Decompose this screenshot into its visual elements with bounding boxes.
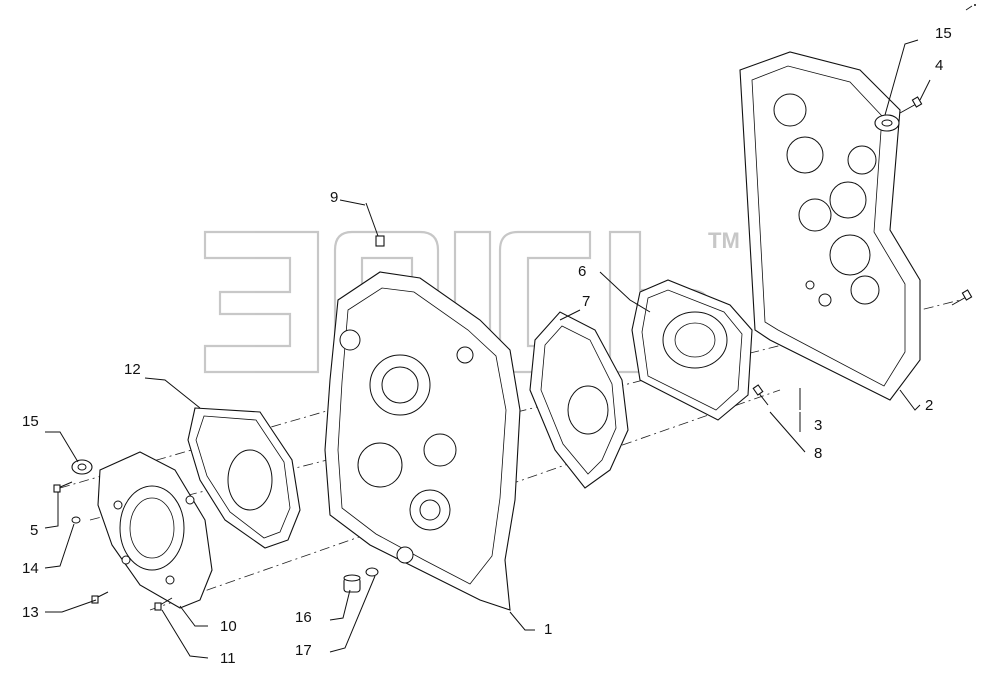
bolt-5 [53, 481, 73, 493]
trademark-text: TM [708, 228, 740, 253]
callout-3: 3 [814, 417, 822, 434]
rear-cover-housing [739, 51, 921, 401]
gasket-12 [187, 407, 301, 549]
bolt-right [951, 289, 973, 306]
lifting-eye-top [874, 114, 900, 132]
front-cover-10 [97, 451, 213, 609]
lifting-eye-left [71, 459, 93, 475]
plug-9 [365, 202, 385, 247]
callout-4: 4 [935, 57, 943, 74]
callout-1: 1 [544, 621, 552, 638]
cover-plate-7 [529, 311, 629, 489]
callout-10: 10 [220, 618, 237, 635]
callout-6: 6 [578, 263, 586, 280]
callout-2: 2 [925, 397, 933, 414]
callout-14: 14 [22, 560, 39, 577]
leader-lines [44, 39, 931, 659]
corner-mark [965, 4, 976, 11]
callout-13: 13 [22, 604, 39, 621]
callout-7: 7 [582, 293, 590, 310]
bolt-13 [91, 591, 109, 604]
callout-15-top: 15 [935, 25, 952, 42]
callout-15-left: 15 [22, 413, 39, 430]
gasket-6 [631, 279, 753, 421]
washer-14 [71, 516, 81, 524]
callout-8: 8 [814, 445, 822, 462]
callout-5: 5 [30, 522, 38, 539]
transmission-housing [324, 271, 521, 611]
callout-9: 9 [330, 189, 338, 206]
callout-11: 11 [220, 650, 236, 667]
bolt-8 [752, 384, 769, 406]
o-ring-17 [365, 567, 379, 577]
callout-labels: 15 4 2 3 8 6 7 9 12 15 5 14 13 10 11 16 … [22, 25, 952, 667]
bolt-11 [154, 597, 173, 611]
callout-16: 16 [295, 609, 312, 626]
bolt-4 [899, 96, 923, 114]
callout-12: 12 [124, 361, 141, 378]
plug-16 [343, 574, 361, 593]
callout-17: 17 [295, 642, 312, 659]
